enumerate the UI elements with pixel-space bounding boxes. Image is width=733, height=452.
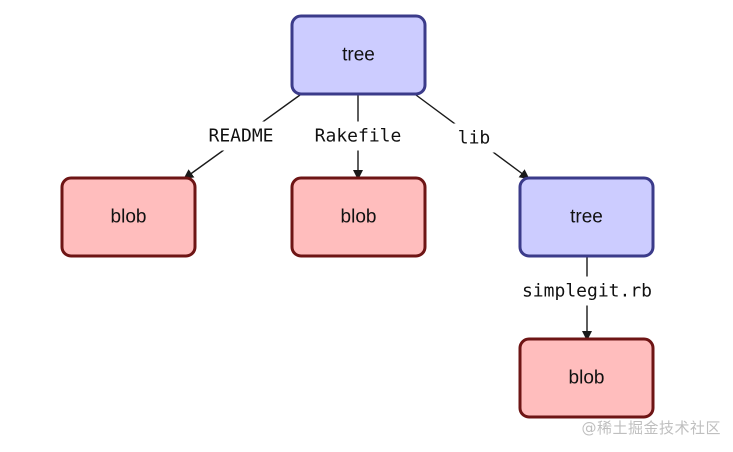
blob-node-blob-rakefile: blob bbox=[290, 176, 427, 258]
node-label: blob bbox=[111, 207, 147, 228]
blob-box bbox=[60, 176, 197, 258]
tree-box bbox=[290, 14, 427, 96]
edge-label: Rakefile bbox=[315, 126, 402, 147]
tree-box bbox=[518, 176, 655, 258]
node-label: tree bbox=[570, 207, 603, 228]
node-label: blob bbox=[569, 368, 605, 389]
watermark: @稀土掘金技术社区 bbox=[581, 419, 721, 437]
edge-label-background bbox=[203, 121, 279, 151]
edge-simplegit-rb: simplegit.rb bbox=[516, 256, 658, 341]
edge-lib: lib bbox=[415, 94, 530, 180]
blob-box bbox=[518, 337, 655, 419]
blob-box bbox=[290, 176, 427, 258]
tree-node-lib-tree: tree bbox=[518, 176, 655, 258]
node-label: blob bbox=[341, 207, 377, 228]
blob-node-blob-simplegit: blob bbox=[518, 337, 655, 419]
node-label: tree bbox=[342, 45, 375, 66]
edge-label: README bbox=[208, 126, 273, 147]
edge-label-background bbox=[516, 276, 658, 306]
edge-label-background bbox=[309, 121, 407, 151]
edges-layer: README Rakefile lib simplegit.rb bbox=[183, 94, 658, 341]
blob-node-blob-readme: blob bbox=[60, 176, 197, 258]
nodes-layer: tree blob blob tree blob bbox=[60, 14, 655, 419]
edge-rakefile: Rakefile bbox=[309, 95, 407, 180]
edge-label: lib bbox=[458, 128, 491, 149]
tree-node-root-tree: tree bbox=[290, 14, 427, 96]
edge-label: simplegit.rb bbox=[522, 281, 652, 302]
edge-label-background bbox=[452, 123, 496, 153]
edge-readme: README bbox=[183, 94, 301, 180]
